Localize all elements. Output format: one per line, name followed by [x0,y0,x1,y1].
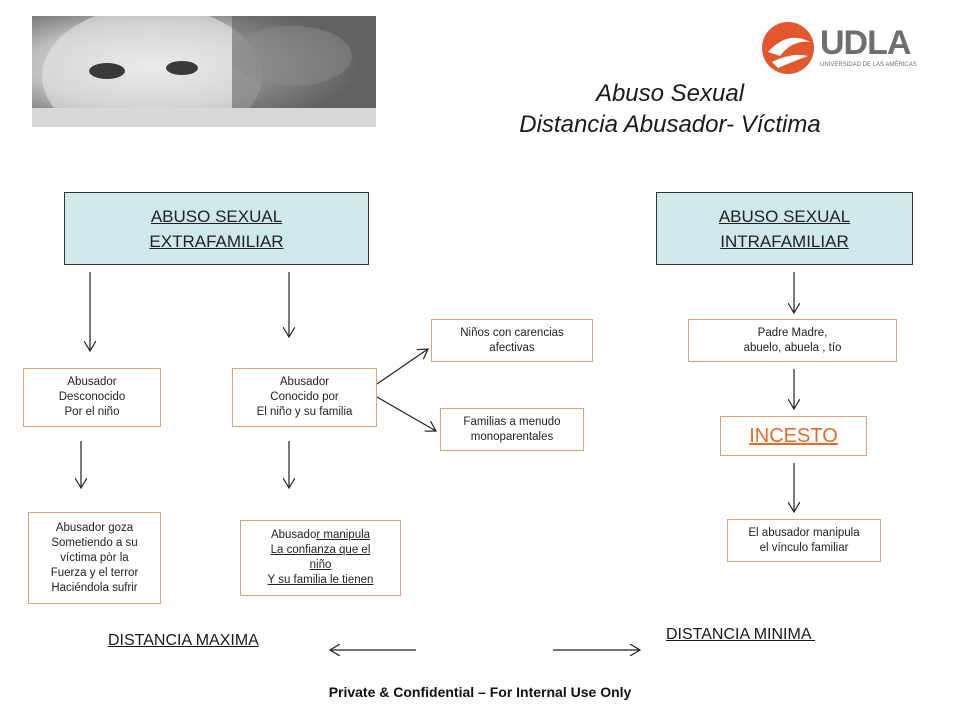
familias-line-2: monoparentales [470,430,554,443]
title-line-2: Distancia Abusador- Víctima [519,111,821,138]
box-familias: Familias a menudo monoparentales [440,408,584,451]
manipula-line-2: La confianza que el [270,544,371,556]
box-extra-line-1: ABUSO SEXUAL [150,206,283,226]
title-line-1: Abuso Sexual [595,80,745,107]
box-incesto: INCESTO [720,416,867,456]
logo-subtitle: UNIVERSIDAD DE LAS AMÉRICAS [820,62,917,68]
udla-logo-mark [762,22,814,74]
udla-logo: UDLA UNIVERSIDAD DE LAS AMÉRICAS [758,22,933,76]
box-intra-line-1: ABUSO SEXUAL [718,206,851,226]
box-abusador-manipula: Abusador manipula La confianza que el ni… [240,520,401,596]
box-carencias: Niños con carencias afectivas [431,319,593,362]
manipula-part-b: r manipula [316,529,371,541]
logo-text: UDLA [820,24,911,62]
box-abusador-desconocido: Abusador Desconocido Por el niño [23,368,161,427]
box-extra-line-2: EXTRAFAMILIAR [149,231,284,251]
distancia-maxima: DISTANCIA MAXIMA [108,632,259,649]
conocido-line-3: El niño y su familia [256,406,353,418]
page-title: Abuso Sexual Distancia Abusador- Víctima [470,78,870,140]
box-padres: Padre Madre, abuelo, abuela , tío [688,319,897,362]
carencias-line-1: Niños con carencias [460,326,564,339]
box-abusador-conocido: Abusador Conocido por El niño y su famil… [232,368,377,427]
arrow-known-to-familias [376,396,436,431]
box-abuso-intrafamiliar: ABUSO SEXUAL INTRAFAMILIAR [656,192,913,265]
conocido-line-1: Abusador [279,376,330,388]
carencias-line-2: afectivas [489,341,535,354]
box-vinculo: El abusador manipula el vínculo familiar [727,519,881,562]
box-intra-line-2: INTRAFAMILIAR [720,231,849,251]
box-abusador-goza: Abusador goza Sometiendo a su víctima pò… [28,512,161,604]
box-abuso-extrafamiliar: ABUSO SEXUAL EXTRAFAMILIAR [64,192,369,265]
incesto-label: INCESTO [749,424,838,447]
arrow-known-to-carencias [376,349,428,385]
familias-line-1: Familias a menudo [463,415,561,428]
manipula-part-a: Abusado [270,529,317,541]
goza-line-4: Fuerza y el terror [50,566,139,579]
goza-line-2: Sometiendo a su [51,536,138,549]
manipula-line-1: Abusador manipula [271,528,370,543]
goza-line-5: Haciéndola sufrir [51,581,138,594]
conocido-line-2: Conocido por [270,391,339,403]
vinculo-line-2: el vínculo familiar [759,541,849,554]
padres-line-2: abuelo, abuela , tío [743,341,842,354]
padres-line-1: Padre Madre, [757,326,828,339]
goza-line-1: Abusador goza [55,521,134,534]
manipula-line-4: Y su familia le tienen [267,574,374,586]
header-photo [32,16,376,127]
vinculo-line-1: El abusador manipula [748,526,860,539]
desconocido-line-3: Por el niño [64,406,120,418]
desconocido-line-1: Abusador [67,376,117,388]
desconocido-line-2: Desconocido [58,391,126,403]
goza-line-3: víctima pòr la [60,551,129,564]
manipula-line-3: niño [309,559,332,571]
footer-confidential: Private & Confidential – For Internal Us… [328,684,632,700]
baby-photo-image [32,16,376,127]
distancia-minima: DISTANCIA MINIMA [666,626,816,643]
